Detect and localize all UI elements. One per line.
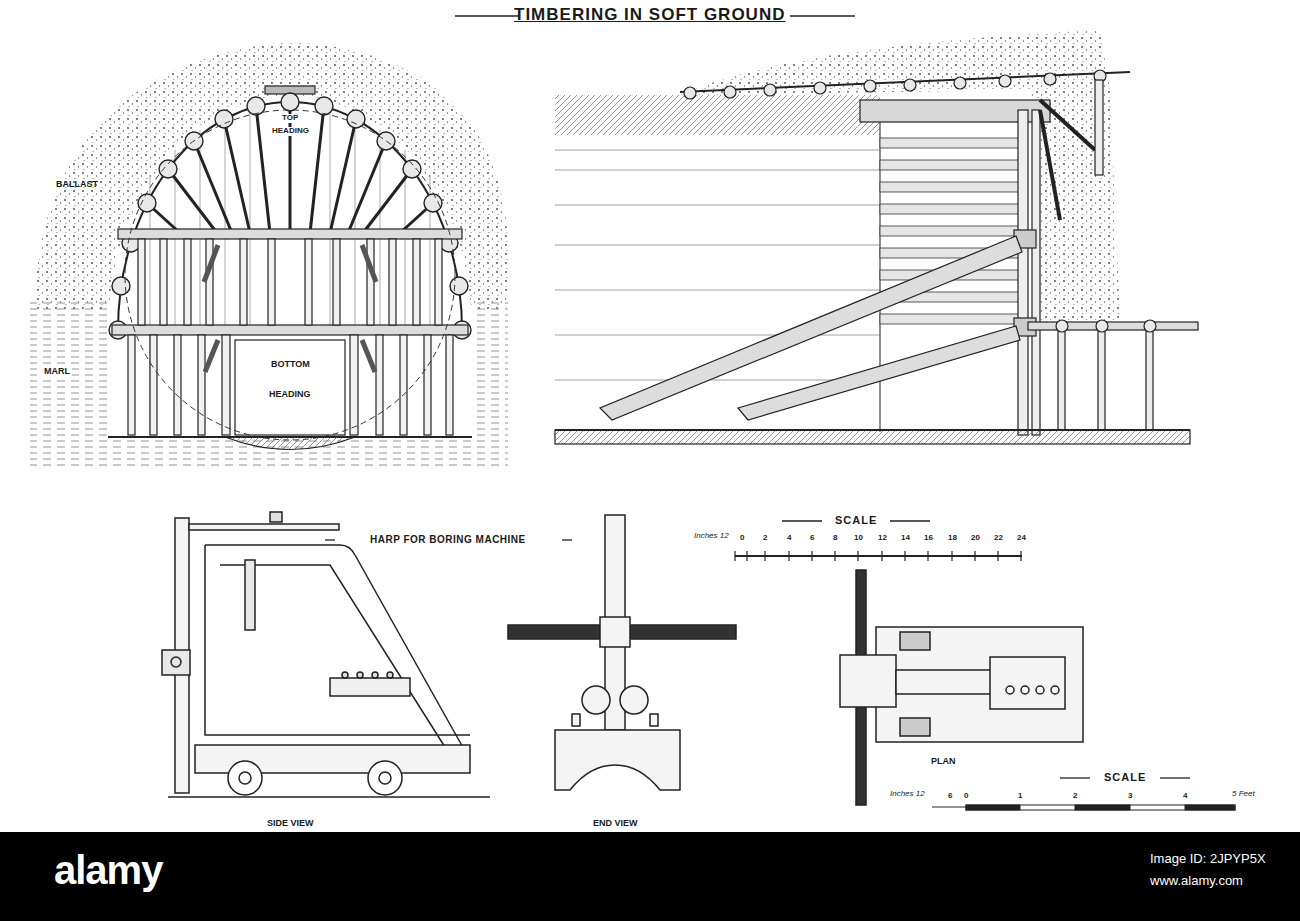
region-label: BOTTOM: [271, 360, 310, 370]
scale-number: 14: [901, 534, 910, 543]
watermark: www.alamy.com: [1150, 874, 1243, 888]
region-label: TOP: [280, 114, 300, 123]
heading: SCALE: [835, 514, 877, 526]
watermark-band: [0, 832, 1300, 921]
heading: SCALE: [1104, 771, 1146, 783]
view-label: END VIEW: [593, 819, 638, 829]
watermark: Image ID: 2JPYP5X: [1150, 852, 1266, 866]
scale-number: 20: [971, 534, 980, 543]
scale-number: 18: [948, 534, 957, 543]
harp-plan: [840, 570, 1083, 805]
scale-number: 4: [1183, 792, 1187, 801]
scale-number: 0: [964, 792, 968, 801]
heading-rule: [325, 521, 1190, 778]
harp-side-view: [162, 512, 490, 797]
scale-number: 2: [1073, 792, 1077, 801]
scale-bar: [735, 551, 1022, 561]
watermark: alamy: [54, 848, 162, 892]
scale-unit: Inches 12: [694, 532, 729, 541]
title: TIMBERING IN SOFT GROUND: [514, 6, 785, 25]
region-label: HEADING: [269, 390, 311, 400]
scale-number: 1: [1018, 792, 1022, 801]
tunnel-long-section: [555, 30, 1198, 444]
scale-number: 16: [924, 534, 933, 543]
material-label: BALLAST: [56, 180, 98, 190]
harp-end-view: [508, 515, 736, 790]
scale-number: 10: [854, 534, 863, 543]
region-label: HEADING: [270, 127, 311, 136]
material-label: MARL: [42, 367, 72, 377]
scale-number: 2: [763, 534, 767, 543]
scale-number: 22: [994, 534, 1003, 543]
scale-number: 6: [810, 534, 814, 543]
scale-number: 24: [1017, 534, 1026, 543]
scale-number: 4: [787, 534, 791, 543]
scale-number: 6: [948, 792, 952, 801]
tunnel-cross-section: [30, 42, 508, 470]
view-label: PLAN: [931, 757, 956, 767]
scale-number: 0: [740, 534, 744, 543]
scale-number: 3: [1128, 792, 1132, 801]
view-label: SIDE VIEW: [267, 819, 314, 829]
scale-number: 8: [833, 534, 837, 543]
scale-unit: Inches 12: [890, 790, 925, 799]
scale-bar: [932, 805, 1235, 810]
scale-unit: 5 Feet: [1232, 790, 1255, 799]
heading: HARP FOR BORING MACHINE: [370, 534, 526, 545]
scale-number: 12: [878, 534, 887, 543]
